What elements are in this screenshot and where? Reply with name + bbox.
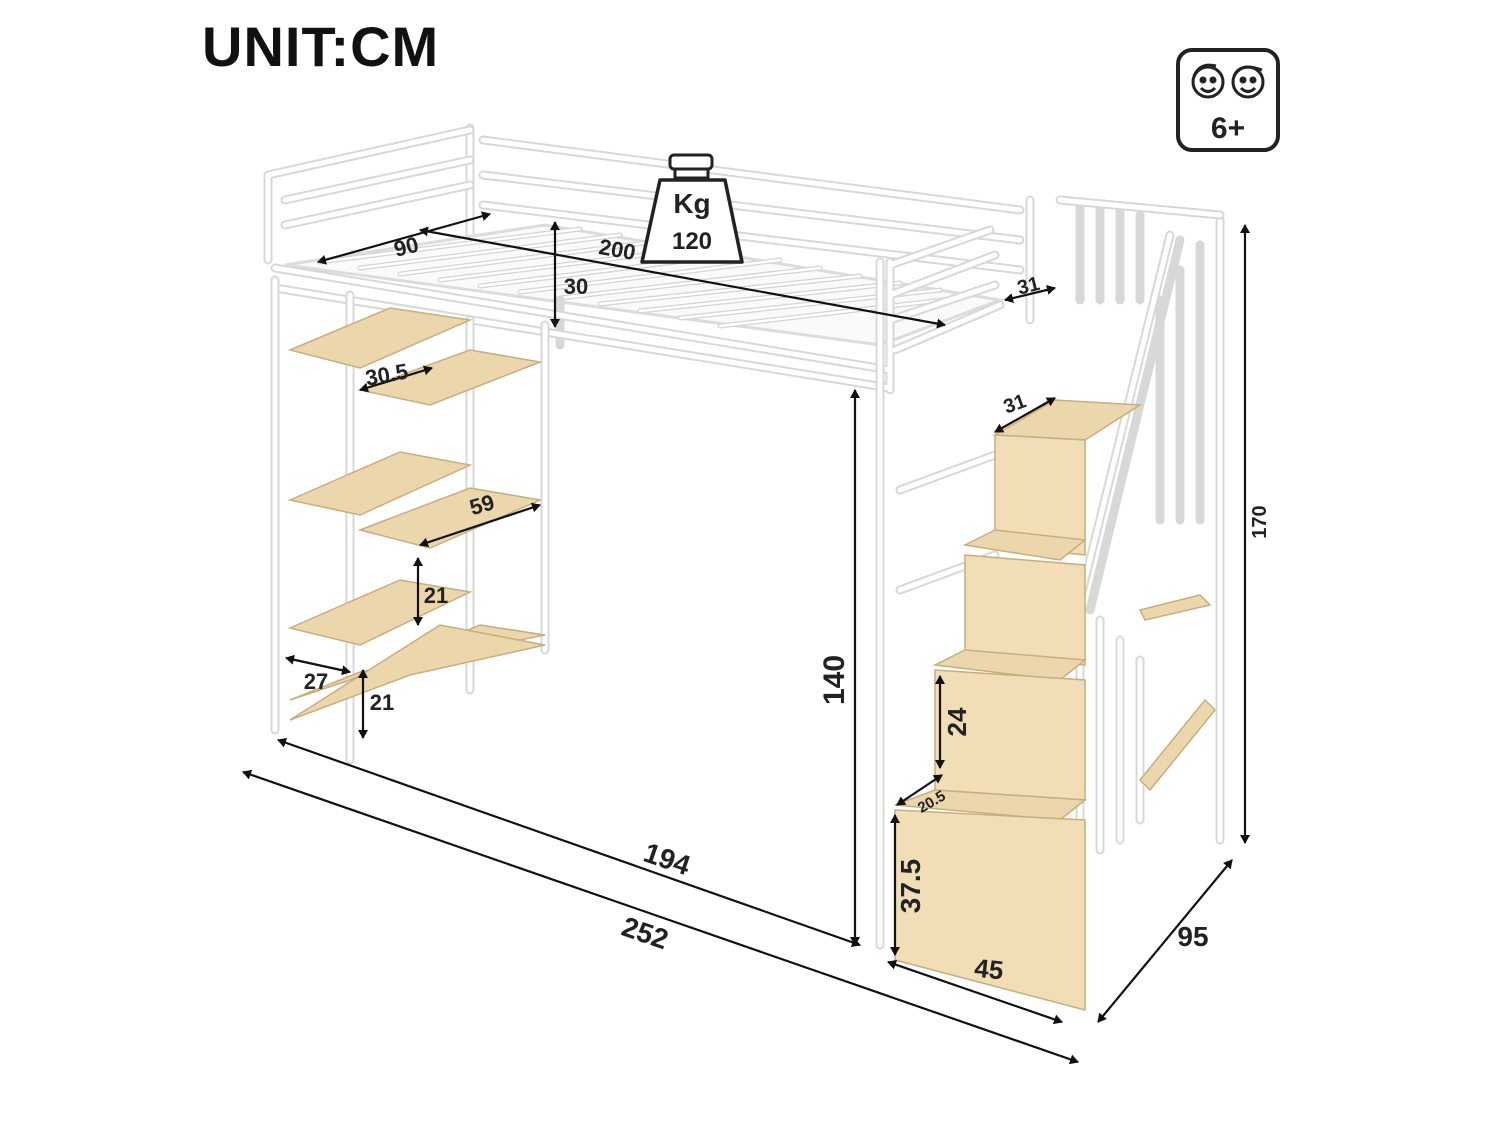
shelf-3 <box>287 451 473 516</box>
children-faces-icon <box>1191 63 1265 99</box>
step-2-top <box>962 529 1087 561</box>
dim-total-height: 170 <box>1249 505 1271 538</box>
shelf-1 <box>287 307 473 369</box>
bed-frame: Kg 120 <box>263 123 1225 1011</box>
dim-total-depth: 95 <box>1177 921 1208 952</box>
dim-shelf-depth: 27 <box>304 669 328 694</box>
step-1-front <box>994 434 1086 556</box>
age-badge: 6+ <box>1176 48 1280 152</box>
weight-value: 120 <box>672 228 712 255</box>
dim-stair-width: 45 <box>973 953 1005 986</box>
stair-steps <box>894 399 1217 1011</box>
shelf-7 <box>289 624 546 721</box>
unit-label: UNIT:CM <box>202 15 440 78</box>
step-2-front <box>964 554 1086 666</box>
dim-inner-length: 194 <box>640 837 695 882</box>
head-guard-rail <box>263 125 475 265</box>
shelf-unit-frame <box>270 275 550 765</box>
side-shelf-1 <box>1138 594 1212 621</box>
dim-bed-width: 90 <box>391 232 421 262</box>
dimension-labels: 90 200 30 31 30.5 59 21 27 21 140 31 24 … <box>304 232 1271 986</box>
dim-under-bed-clearance: 140 <box>818 655 851 705</box>
dim-shelf-spacing-lower: 21 <box>370 690 394 715</box>
dimension-lines <box>242 211 1250 1065</box>
shelf-5 <box>287 579 473 646</box>
side-shelf-2 <box>1138 698 1217 792</box>
dim-platform-depth: 31 <box>1015 273 1042 300</box>
dim-bottom-step-height: 37.5 <box>895 859 926 914</box>
dim-shelf-spacing-upper: 21 <box>424 583 448 608</box>
weight-unit: Kg <box>673 188 710 219</box>
dim-step-rise: 24 <box>942 707 972 736</box>
shelves <box>287 307 546 721</box>
dim-rail-height: 30 <box>564 274 588 299</box>
age-badge-text: 6+ <box>1211 112 1245 145</box>
